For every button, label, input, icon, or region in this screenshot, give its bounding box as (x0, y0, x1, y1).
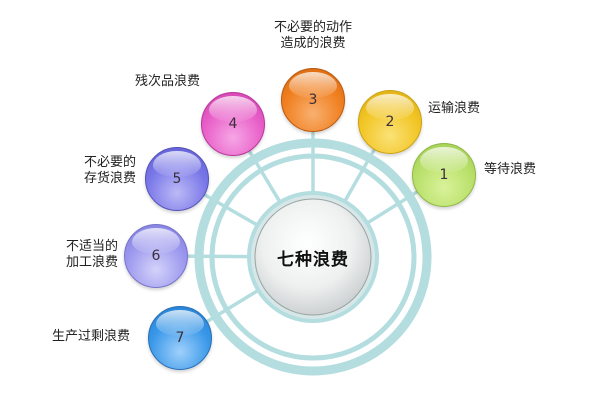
outer-ring (194, 138, 432, 376)
inner-ring (209, 153, 417, 361)
bubble-number: 2 (385, 114, 395, 130)
bubble-number: 5 (172, 171, 182, 187)
bubble-number: 4 (228, 116, 238, 132)
waste-label-5: 不必要的 存货浪费 (83, 155, 136, 186)
waste-bubble-1: 1 (412, 143, 476, 207)
bubble-number: 1 (439, 167, 449, 183)
bubble-number: 7 (175, 330, 185, 346)
waste-bubble-6: 6 (124, 224, 188, 288)
core-circle (254, 198, 372, 316)
waste-bubble-3: 3 (281, 68, 345, 132)
waste-label-2: 运输浪费 (428, 101, 481, 116)
waste-label-3: 不必要的动作 造成的浪费 (273, 20, 352, 51)
waste-bubble-2: 2 (358, 90, 422, 154)
waste-label-1: 等待浪费 (484, 162, 537, 177)
waste-label-4: 残次品浪费 (135, 74, 201, 89)
waste-label-7: 生产过剩浪费 (52, 329, 131, 344)
waste-bubble-4: 4 (201, 92, 265, 156)
bubble-number: 3 (308, 92, 318, 108)
waste-label-6: 不适当的 加工浪费 (65, 239, 118, 270)
waste-bubble-5: 5 (145, 147, 209, 211)
bubble-number: 6 (151, 248, 161, 264)
diagram-title: 七种浪费 (277, 250, 349, 270)
waste-bubble-7: 7 (148, 306, 212, 370)
